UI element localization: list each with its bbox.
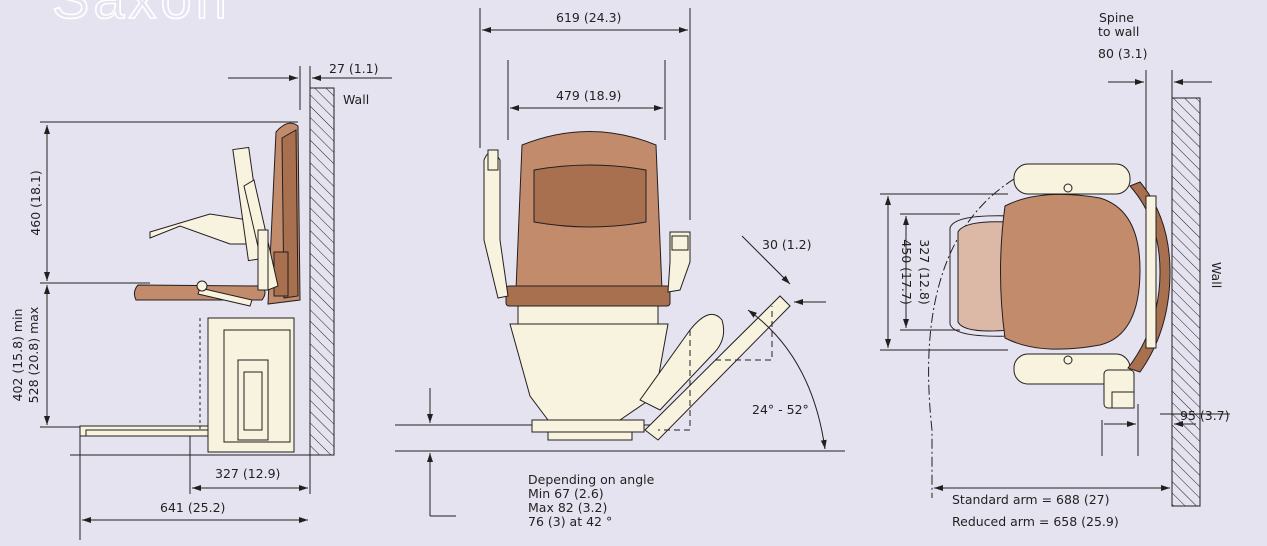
front-max-note: Max 82 (3.2) <box>528 500 607 515</box>
front-min-note: Min 67 (2.6) <box>528 486 604 501</box>
top-wall <box>1171 97 1201 507</box>
side-wall <box>309 87 335 456</box>
side-view: Wall 27 (1.1) 460 (18.1) 402 (15.8) min … <box>10 61 392 540</box>
side-gap-dim: 27 (1.1) <box>329 61 379 76</box>
front-angle-range-dim: 24° - 52° <box>752 402 809 417</box>
side-back-height-dim: 460 (18.1) <box>28 170 43 235</box>
front-at-angle-note: 76 (3) at 42 ° <box>528 514 612 529</box>
top-reduced-arm-dim: Reduced arm = 658 (25.9) <box>952 514 1119 529</box>
top-seat-depth-inner-dim: 327 (12.8) <box>917 239 932 304</box>
side-overall-depth-dim: 641 (25.2) <box>160 500 225 515</box>
top-standard-arm-dim: Standard arm = 688 (27) <box>952 492 1110 507</box>
top-spine-value: 80 (3.1) <box>1098 46 1148 61</box>
side-seat-height-max-dim: 528 (20.8) max <box>26 307 41 404</box>
side-seat-to-wall-dim: 327 (12.9) <box>215 466 280 481</box>
side-wall-label: Wall <box>343 92 369 107</box>
top-footrest-gap-dim: 95 (3.7) <box>1180 408 1230 423</box>
front-overall-width-dim: 619 (24.3) <box>556 10 621 25</box>
top-wall-label: Wall <box>1209 262 1224 288</box>
front-seat-width-dim: 479 (18.9) <box>556 88 621 103</box>
top-view: Spine to wall 80 (3.1) Wall 450 (17.7) 3… <box>880 10 1230 529</box>
front-rail-offset-dim: 30 (1.2) <box>762 237 812 252</box>
top-seat-depth-outer-dim: 450 (17.7) <box>899 239 914 304</box>
top-spine-label-1: Spine <box>1099 10 1134 25</box>
front-view: 619 (24.3) 479 (18.9) 30 (1. <box>395 8 845 529</box>
side-seat-height-min-dim: 402 (15.8) min <box>10 309 25 402</box>
brand-logo: Saxon <box>52 0 231 30</box>
top-spine-label-2: to wall <box>1098 24 1139 39</box>
front-angle-note: Depending on angle <box>528 472 655 487</box>
